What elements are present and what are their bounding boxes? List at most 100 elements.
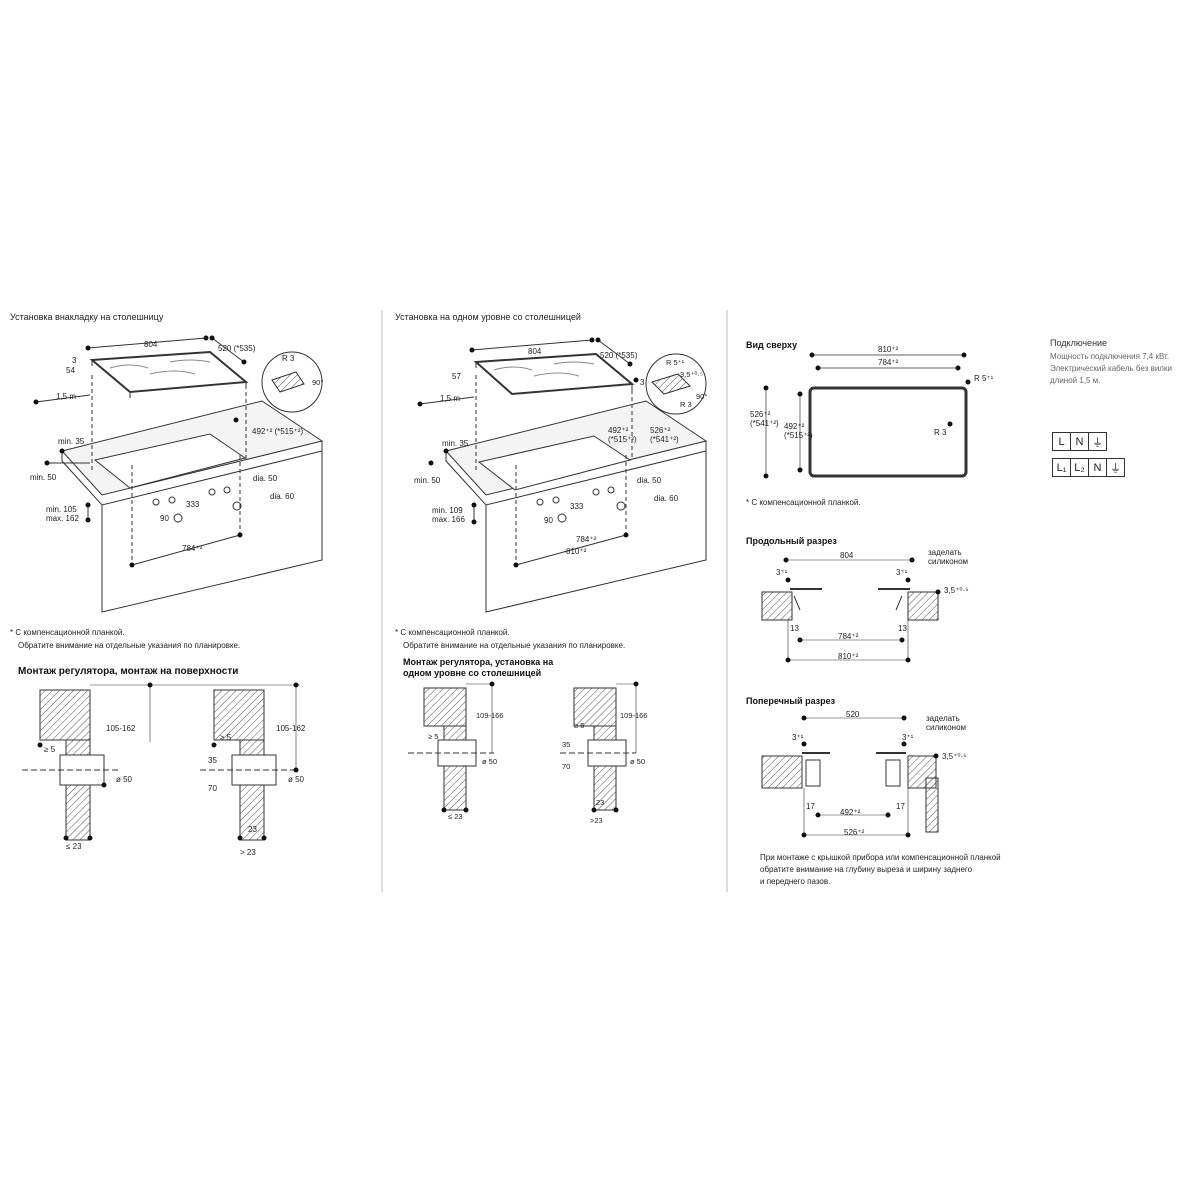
cross-dim-17a: 17 [806,802,815,811]
connection-cable-length: длиной 1,5 м. [1050,376,1101,385]
mreg2-h70: 70 [562,762,571,771]
top-dim-492: 492⁺² (*515⁺²) [784,422,813,440]
middle-section-title: Установка на одном уровне со столешницей [395,312,581,322]
middle-reg-dim-dots [441,681,639,813]
mid-dim-min50: min. 50 [414,476,441,485]
terminal-l2: L₂ [1071,459,1089,476]
top-view-note: * С компенсационной планкой. [746,498,861,507]
mid-dim-r5: R 5⁺¹ [666,358,685,367]
cross-dim-3a: 3⁺¹ [792,733,804,742]
left-cabinet-drawing [35,337,324,613]
left-reg-dim-dots [37,682,299,841]
reg2-h35: 35 [208,756,217,765]
mid-dim-57: 57 [452,372,461,381]
wiring-diagram-single-phase: L N ⏚ [1052,432,1107,451]
mreg2-ge5: ≥ 5 [574,721,585,730]
reg2-gt23: > 23 [240,848,256,857]
connection-cable: Электрический кабель без вилки [1050,364,1172,373]
reg2-d23: 23 [248,825,257,834]
dim-333: 333 [186,500,200,509]
reg-range: 105-162 [106,724,136,733]
mreg-le23: ≤ 23 [448,812,463,821]
reg2-dia: ø 50 [288,775,305,784]
mid-dim-804: 804 [528,347,542,356]
longitudinal-title: Продольный разрез [746,536,837,546]
ground-icon: ⏚ [1092,436,1103,449]
connection-title: Подключение [1050,338,1108,348]
dim-90: 90 [160,514,169,523]
long-dim-3-5: 3,5⁺⁰·⁵ [944,586,969,595]
mid-dim-784: 784⁺² [576,535,597,544]
terminal-n: N [1071,433,1089,450]
dim-min-max: min. 105 max. 162 [46,505,79,523]
mid-dim-492: 492⁺² (*515⁺²) [608,426,637,444]
top-view-drawing [765,354,968,478]
top-dim-526: 526⁺² (*541⁺²) [750,410,779,428]
cross-dots [801,715,939,838]
long-seal-note: заделать силиконом [928,548,969,566]
cross-title: Поперечный разрез [746,696,836,706]
cross-dim-3-5: 3,5⁺⁰·⁵ [942,752,967,761]
dim-width-804: 804 [144,340,158,349]
left-section-title: Установка внакладку на столешницу [10,312,164,322]
cross-dim-492: 492⁺² [840,808,861,817]
mreg2-d23: 23 [596,798,605,807]
longitudinal-section-drawing [761,559,939,661]
cross-section-drawing [761,717,939,836]
mid-dim-3-5: 3,5⁺⁰·⁵ [680,370,703,379]
left-regulator-title: Монтаж регулятора, монтаж на поверхности [18,666,239,677]
top-dim-r3: R 3 [934,428,947,437]
reg2-range: 105-162 [276,724,306,733]
dim-height-54: 54 [66,366,75,375]
dim-radius-r3: R 3 [282,354,295,363]
long-dim-13a: 13 [790,624,799,633]
mreg2-range: 109-166 [620,711,648,720]
mid-dim-min35: min. 35 [442,439,469,448]
reg-le23: ≤ 23 [66,842,82,851]
cross-dim-526: 526⁺² [844,828,865,837]
mid-dim-min-max: min. 109 max. 166 [432,506,465,524]
cross-dim-17b: 17 [896,802,905,811]
dim-depth-492: 492⁺² (*515⁺²) [252,427,304,436]
mid-dim-3: 3 [640,378,645,387]
mreg2-h35: 35 [562,740,571,749]
mid-dim-r3: R 3 [680,400,692,409]
dim-height-3: 3 [72,356,77,365]
long-dim-3a: 3⁺¹ [776,568,788,577]
terminal-n: N [1089,459,1107,476]
left-note-2: Обратите внимание на отдельные указания … [18,641,241,650]
middle-regulator-title: Монтаж регулятора, установка на одном ур… [403,657,554,678]
dim-dia50: dia. 50 [253,474,278,483]
top-view-dots [763,352,971,479]
reg-ge5: ≥ 5 [44,745,56,754]
reg2-ge5: ≥ 5 [220,733,232,742]
ground-icon: ⏚ [1110,462,1121,475]
mreg-dia: ø 50 [482,757,498,766]
mid-dim-angle: 90° [696,392,708,401]
long-dim-13b: 13 [898,624,907,633]
top-dim-784: 784⁺² [878,358,899,367]
long-dim-3b: 3⁺¹ [896,568,908,577]
terminal-l1: L₁ [1053,459,1071,476]
dim-dia60: dia. 60 [270,492,295,501]
terminal-l: L [1053,433,1071,450]
dim-angle-90: 90° [312,378,324,387]
cross-dim-3b: 3⁺¹ [902,733,914,742]
mreg2-dia: ø 50 [630,757,646,766]
left-dim-dots [33,335,247,568]
middle-regulator-sections [408,683,637,811]
mid-dim-520: 520 (*535) [600,351,638,360]
long-dim-804: 804 [840,551,854,560]
cross-footnote: При монтаже с крышкой прибора или компен… [760,853,1001,886]
dim-min35: min. 35 [58,437,85,446]
left-regulator-sections [22,684,300,841]
top-dim-r5: R 5⁺¹ [974,374,994,383]
mid-dim-dia60: dia. 60 [654,494,679,503]
middle-dim-dots [417,337,639,568]
mreg2-gt23: >23 [590,816,603,825]
dim-cable-length: 1,5 m [56,392,77,401]
middle-note-1: * С компенсационной планкой. [395,628,510,637]
mid-dim-333: 333 [570,502,584,511]
mid-dim-810: 810⁺² [566,547,587,556]
